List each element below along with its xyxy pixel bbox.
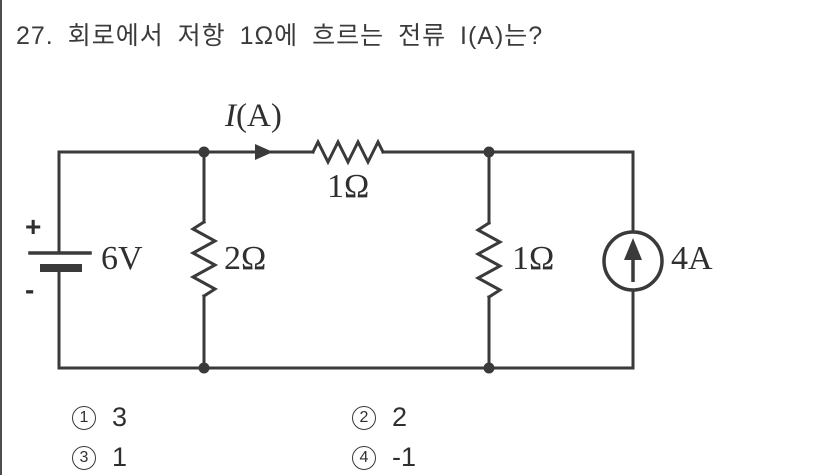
option-3-value: 1 bbox=[112, 442, 128, 472]
answer-option-3: 3 1 bbox=[72, 444, 127, 471]
answer-option-2: 2 2 bbox=[352, 404, 407, 431]
left-resistor-zigzag bbox=[189, 219, 219, 299]
current-label-symbol: I bbox=[225, 98, 236, 134]
left-parallel-resistor-label: 2Ω bbox=[224, 240, 267, 277]
node-dot-top-left bbox=[198, 146, 210, 158]
series-resistor-label: 1Ω bbox=[327, 168, 370, 205]
option-1-number-circle: 1 bbox=[72, 405, 96, 430]
node-dot-bottom-left bbox=[198, 362, 210, 374]
option-1-value: 3 bbox=[112, 402, 128, 432]
option-4-value: -1 bbox=[392, 442, 417, 472]
option-2-number-circle: 2 bbox=[352, 405, 376, 430]
current-label: I(A) bbox=[225, 100, 282, 133]
current-direction-arrow bbox=[255, 144, 273, 160]
current-source-arrow-head bbox=[624, 238, 642, 260]
voltage-source-label: 6V bbox=[101, 240, 143, 277]
option-4-number-circle: 4 bbox=[352, 445, 376, 470]
option-2-value: 2 bbox=[392, 402, 408, 432]
answer-option-1: 1 3 bbox=[72, 404, 127, 431]
answer-option-4: 4 -1 bbox=[352, 444, 416, 471]
option-3-number-circle: 3 bbox=[72, 445, 96, 470]
page-left-border bbox=[0, 0, 2, 475]
right-parallel-resistor-label: 1Ω bbox=[512, 240, 555, 277]
node-dot-bottom-right bbox=[483, 362, 495, 374]
series-resistor-zigzag bbox=[310, 138, 386, 166]
battery-plus-sign: + bbox=[25, 211, 42, 242]
question-title: 27. 회로에서 저항 1Ω에 흐르는 전류 I(A)는? bbox=[16, 22, 544, 50]
current-label-unit: (A) bbox=[236, 98, 282, 134]
battery-minus-sign: - bbox=[25, 274, 35, 305]
node-dot-top-right bbox=[483, 146, 495, 158]
current-source-label: 4A bbox=[671, 240, 713, 277]
right-resistor-zigzag bbox=[474, 220, 504, 300]
